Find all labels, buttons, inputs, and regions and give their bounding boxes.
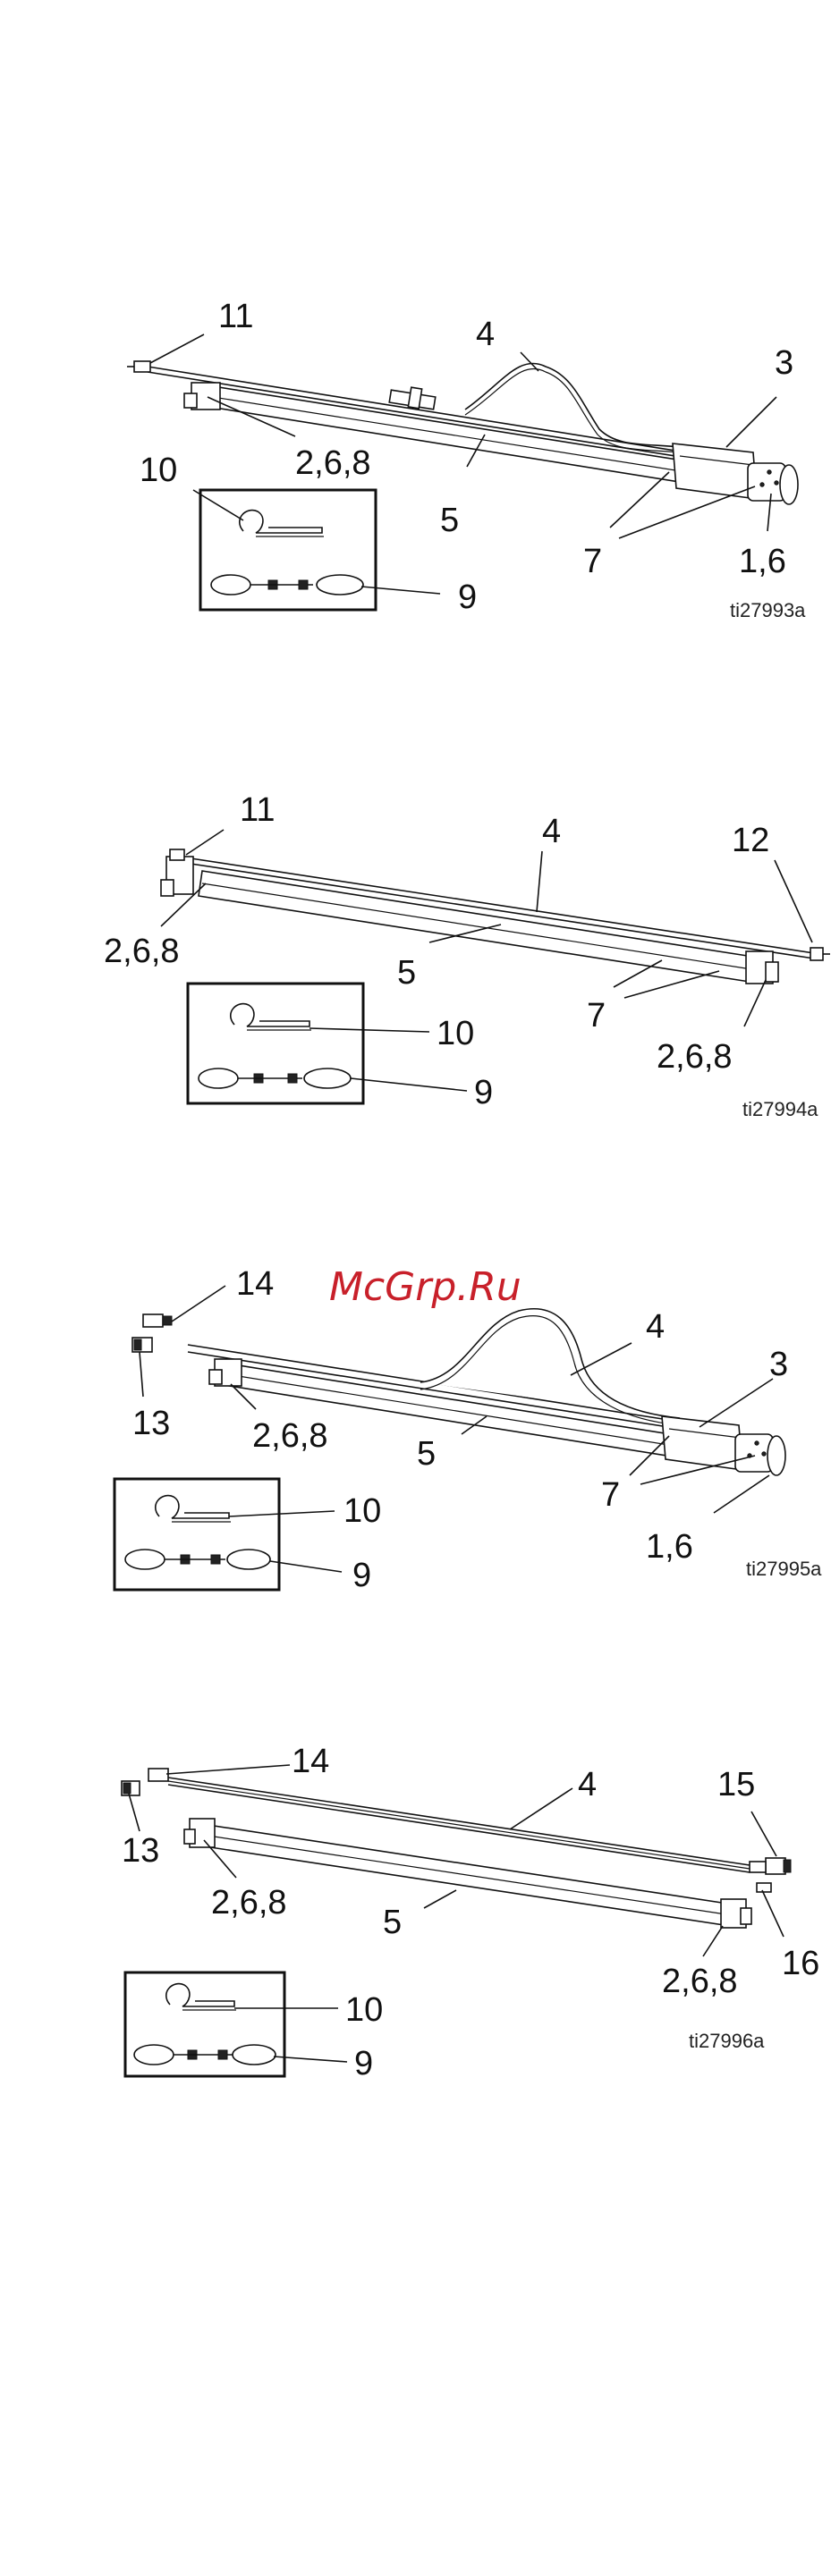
fig2-inset	[188, 984, 363, 1103]
fig2-callout-4: 4	[542, 813, 561, 850]
fig4-callout-10: 10	[345, 1991, 383, 2029]
fig1-inset	[200, 490, 376, 610]
fig1-figure-id: ti27993a	[730, 599, 806, 621]
fig4-fitting-15	[750, 1858, 791, 1874]
fig3-inset	[114, 1479, 279, 1590]
fig4-callout-5: 5	[383, 1904, 402, 1941]
fig3-callout-2-6-8: 2,6,8	[252, 1417, 328, 1455]
fig2-callout-7: 7	[587, 997, 606, 1035]
fig1-callout-5: 5	[440, 502, 459, 539]
fig1-callout-4: 4	[476, 316, 495, 353]
fig2-callout-11: 11	[240, 791, 275, 829]
fig2-callout-10: 10	[437, 1015, 474, 1052]
fig3-callout-1-6: 1,6	[646, 1528, 693, 1566]
fig1-motor-housing	[673, 443, 798, 504]
fig2-hitch-pin	[231, 1004, 311, 1030]
fig2-left-clamp	[161, 849, 193, 896]
fig2-callout-5: 5	[397, 954, 416, 992]
fig2-callout-2-6-8-right: 2,6,8	[657, 1038, 733, 1076]
fig2-callout-9: 9	[474, 1074, 493, 1111]
figure-4: 14 4 15 13 2,6,8 5 16 2,6,8 10 9 ti27996…	[122, 1743, 819, 2082]
fig4-callout-2-6-8-right: 2,6,8	[662, 1963, 738, 2000]
fig3-callout-3: 3	[769, 1346, 788, 1383]
fig3-fitting-14	[143, 1314, 172, 1327]
fig4-fitting-16	[757, 1883, 771, 1892]
fig1-hitch-pin	[240, 511, 324, 536]
fig3-callout-10: 10	[343, 1492, 381, 1530]
fig3-callout-13: 13	[132, 1405, 170, 1442]
fig4-callout-4: 4	[578, 1766, 597, 1803]
fig1-callout-9: 9	[458, 579, 477, 616]
fig1-lanyard	[211, 575, 363, 595]
fig4-figure-id: ti27996a	[689, 2030, 765, 2052]
fig3-figure-id: ti27995a	[746, 1558, 822, 1580]
fig1-callout-11: 11	[218, 298, 253, 335]
fig3-motor-housing	[662, 1416, 785, 1475]
fig1-callout-3: 3	[775, 344, 793, 382]
fig2-figure-id: ti27994a	[742, 1098, 818, 1120]
fig1-callout-10: 10	[140, 452, 177, 489]
fig4-callout-13: 13	[122, 1832, 159, 1870]
fig1-left-clamp	[184, 383, 220, 410]
fig1-callout-7: 7	[583, 543, 602, 580]
fig4-callout-14: 14	[292, 1743, 329, 1780]
figure-2: 11 4 12 2,6,8 5 7 10 2,6,8 9 ti27994a	[104, 791, 830, 1120]
fig4-hitch-pin	[166, 1984, 236, 2010]
fig4-hose	[168, 1778, 750, 1872]
fig3-lanyard	[125, 1550, 270, 1569]
fig2-right-clamp	[746, 951, 778, 984]
fig3-hitch-pin	[156, 1496, 231, 1522]
fig4-callout-2-6-8-left: 2,6,8	[211, 1884, 287, 1921]
fig3-left-clamp	[209, 1359, 242, 1386]
fig2-callout-2-6-8-left: 2,6,8	[104, 933, 180, 970]
fig4-fitting-13	[122, 1781, 140, 1795]
fig1-tube	[209, 386, 733, 490]
fig3-callout-7: 7	[601, 1476, 620, 1514]
fig3-callout-9: 9	[352, 1557, 371, 1594]
fig4-fitting-14	[148, 1769, 168, 1781]
fig1-callout-1-6: 1,6	[739, 543, 786, 580]
fig2-lanyard	[199, 1068, 351, 1088]
fig2-end-fitting	[810, 948, 830, 960]
fig4-right-clamp	[721, 1899, 751, 1928]
fig1-callout-2-6-8: 2,6,8	[295, 444, 371, 482]
fig4-inset	[125, 1972, 284, 2076]
fig4-callout-15: 15	[717, 1766, 755, 1803]
fig4-callout-9: 9	[354, 2045, 373, 2082]
fig4-callout-16: 16	[782, 1945, 819, 1982]
fig4-left-clamp	[184, 1819, 215, 1847]
watermark: McGrp.Ru	[329, 1264, 521, 1310]
fig2-callout-12: 12	[732, 822, 769, 859]
fig3-callout-4: 4	[646, 1308, 665, 1346]
fig3-fitting-13	[132, 1338, 152, 1352]
figure-3: 14 4 3 13 2,6,8 5 7 10 1,6 9 ti27995a	[114, 1265, 822, 1594]
fig3-callout-14: 14	[236, 1265, 274, 1303]
fig4-lanyard	[134, 2045, 276, 2065]
fig1-end-fitting	[127, 361, 150, 372]
figure-1: 11 4 3 10 2,6,8 5 7 1,6 9 ti27993a	[127, 298, 806, 621]
fig2-tube	[199, 871, 753, 982]
fig3-callout-5: 5	[417, 1435, 436, 1473]
